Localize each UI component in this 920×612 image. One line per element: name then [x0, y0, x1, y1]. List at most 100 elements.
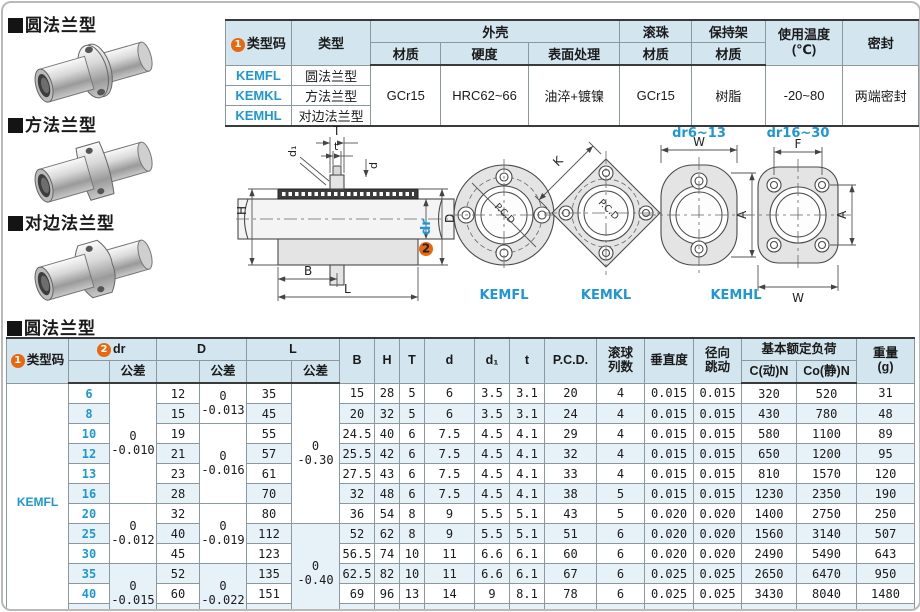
cell-co: 780 [796, 403, 857, 424]
cell-pcd: 43 [544, 503, 597, 524]
view-label-kemfl[interactable]: KEMFL [479, 288, 528, 303]
cell-d: 7.5 [424, 483, 475, 504]
col-header-D-spacer [156, 360, 200, 384]
cell-dr[interactable]: 40 [68, 583, 110, 604]
cell-T: 13 [399, 583, 425, 604]
type-code-link-kemhl[interactable]: KEMHL [225, 104, 292, 126]
cell-weight: 95 [856, 443, 915, 464]
cell-balls: 6 [596, 543, 645, 564]
cell-t: 6.1 [509, 543, 545, 564]
cell-co: 2750 [796, 503, 857, 524]
cell-D: 60 [156, 583, 200, 604]
cell-B: 15 [339, 382, 375, 404]
cell-T: 10 [399, 543, 425, 564]
section-title-text: 对边法兰型 [25, 214, 115, 233]
cell-co: 1200 [796, 443, 857, 464]
cell-runout: 0.025 [693, 583, 742, 604]
dim-label-W: W [792, 291, 804, 305]
dim-label-d: d [367, 162, 380, 169]
cell-d1: 4.5 [474, 483, 510, 504]
cell-runout: 0.015 [693, 382, 742, 404]
cell-co: 8040 [796, 583, 857, 604]
dim-label-B: B [304, 264, 312, 278]
spec-header-shell: 外壳 [370, 19, 621, 43]
cell-L: 192 [246, 603, 292, 609]
cell-co: 2350 [796, 483, 857, 504]
view-label-kemkl[interactable]: KEMKL [581, 288, 631, 303]
section-title-text: 方法兰型 [25, 116, 97, 135]
cell-co: 6470 [796, 563, 857, 584]
section-title-text: 圆法兰型 [24, 319, 96, 338]
cell-H: 62 [374, 523, 400, 544]
col-header-L-tolerance: 公差 [291, 360, 340, 384]
cell-perp: 0.015 [644, 423, 694, 444]
dim-label-K: K [550, 153, 566, 169]
cell-dr[interactable]: 6 [68, 382, 110, 404]
cell-dr[interactable]: 16 [68, 483, 110, 504]
type-code-link-kemfl[interactable]: KEMFL [225, 64, 292, 86]
cell-B: 52 [339, 523, 375, 544]
cell-H: 54 [374, 503, 400, 524]
dim-label-dr: dr [419, 219, 434, 235]
cell-pcd: 51 [544, 523, 597, 544]
cell-weight: 643 [856, 543, 915, 564]
spec-header-ball: 滚珠 [619, 19, 693, 43]
cell-balls: 4 [596, 423, 645, 444]
cell-dr[interactable]: 30 [68, 543, 110, 564]
col-header-ball-rows: 滚球 列数 [596, 337, 645, 384]
col-header-B: B [339, 337, 375, 384]
spec-header-hardness: 硬度 [440, 42, 529, 66]
dim-label-A: A [835, 210, 849, 219]
cell-H: 82 [374, 563, 400, 584]
cell-d: 6 [424, 382, 475, 404]
cell-B: 69 [339, 583, 375, 604]
cell-dr[interactable]: 50 [68, 603, 110, 609]
col-header-perpendicularity: 垂直度 [644, 337, 694, 384]
kemhl-large-end-view: dr16~30 F A W [742, 126, 856, 305]
cell-dr[interactable]: 8 [68, 403, 110, 424]
cell-runout: 0.015 [693, 443, 742, 464]
view-label-kemhl[interactable]: KEMHL [710, 288, 761, 303]
cell-D: 32 [156, 503, 200, 524]
cell-dr[interactable]: 10 [68, 423, 110, 444]
cell-dr[interactable]: 35 [68, 563, 110, 584]
cell-dr[interactable]: 20 [68, 503, 110, 524]
dim-label-H: H [236, 206, 249, 215]
cell-co: 5490 [796, 543, 857, 564]
cell-dr[interactable]: 13 [68, 463, 110, 484]
dim-label-W: W [693, 135, 705, 149]
technical-drawings: T t d₁ d H 2 dr D [236, 124, 856, 305]
type-code-link-kemkl[interactable]: KEMKL [225, 84, 292, 106]
cell-D-tolerance: 0 -0.013 [199, 382, 247, 424]
cell-B: 36 [339, 503, 375, 524]
cell-L: 112 [246, 523, 292, 544]
cell-dr[interactable]: 25 [68, 523, 110, 544]
cell-co: 520 [796, 382, 857, 404]
cell-dr[interactable]: 12 [68, 443, 110, 464]
cell-perp: 0.025 [644, 583, 694, 604]
kemfl-end-view: P.C.D KEMFL [448, 159, 560, 303]
col-header-L: L [246, 337, 340, 361]
cell-T: 6 [399, 443, 425, 464]
col-header-D: D [156, 337, 247, 361]
dim-label-d1: d₁ [286, 146, 299, 157]
cell-weight: 120 [856, 463, 915, 484]
cell-L: 35 [246, 382, 292, 404]
cell-co: 3140 [796, 523, 857, 544]
product-photo-square-flange [34, 141, 153, 203]
cell-weight: 507 [856, 523, 915, 544]
cell-c: 430 [741, 403, 797, 424]
cell-runout: 0.020 [693, 543, 742, 564]
cell-dr-tolerance: 0 -0.015 [109, 563, 157, 609]
cell-perp: 0.015 [644, 483, 694, 504]
kemkl-end-view: K P.C.D KEMKL [534, 141, 668, 303]
type-code-cell[interactable]: KEMFL [6, 382, 69, 609]
range-label-small: dr6~13 [672, 126, 726, 141]
dim-label-t: t [334, 140, 339, 153]
badge-1-icon: 1 [10, 353, 25, 368]
col-header-t: t [509, 337, 545, 384]
cell-perp: 0.025 [644, 563, 694, 584]
